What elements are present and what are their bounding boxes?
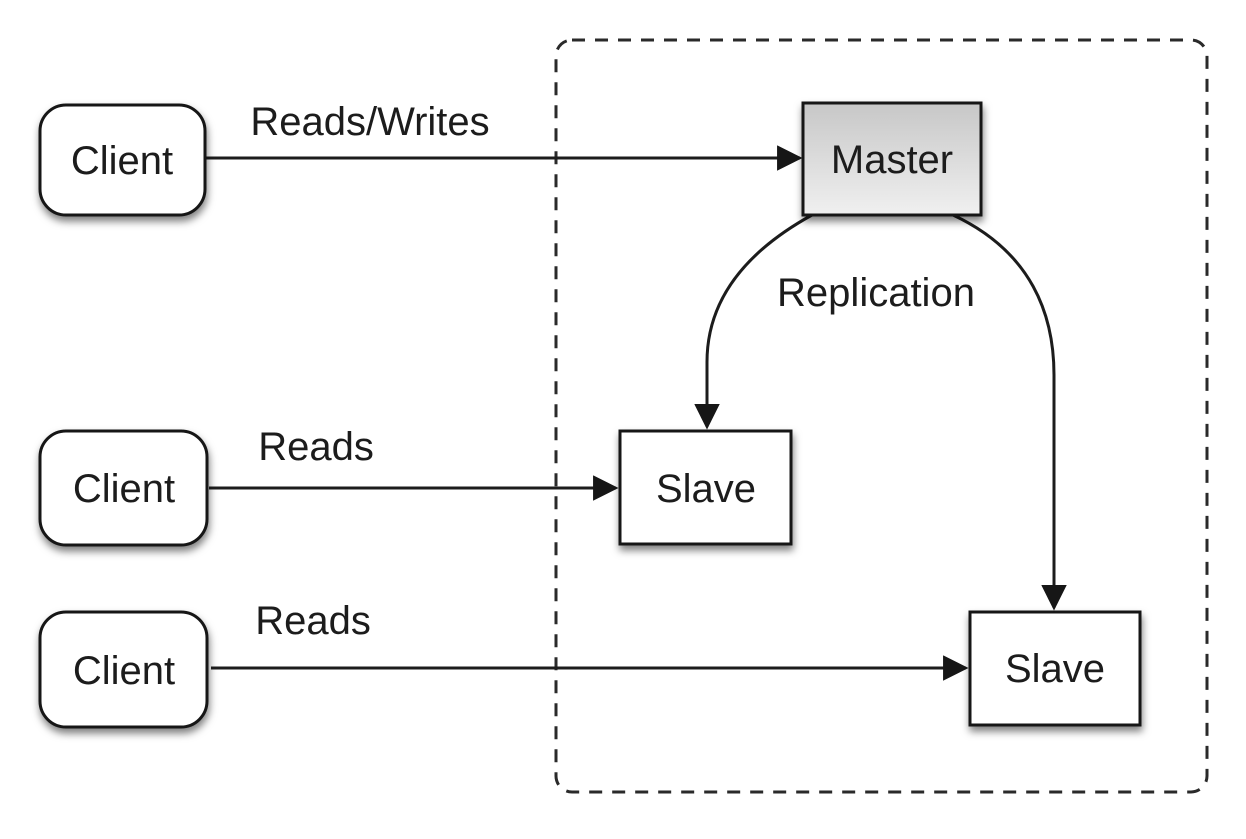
node-master-label: Master xyxy=(831,138,953,182)
edge-replication-label: Replication xyxy=(777,271,975,315)
node-client-2-label: Client xyxy=(73,467,175,511)
node-slave-1-label: Slave xyxy=(656,467,756,511)
node-slave-2-label: Slave xyxy=(1005,647,1105,691)
node-client-3 xyxy=(38,610,209,729)
nodes xyxy=(38,101,1142,729)
edge-reads-bottom-label: Reads xyxy=(255,599,371,643)
edge-reads-top-label: Reads xyxy=(258,425,374,469)
edges xyxy=(206,145,1067,681)
node-slave-2 xyxy=(968,610,1142,727)
node-slave-1 xyxy=(618,429,793,546)
edge-reads-writes-label: Reads/Writes xyxy=(250,100,489,144)
edge-replication-right-arrow xyxy=(952,213,1067,611)
node-master xyxy=(801,101,983,217)
node-client-1 xyxy=(38,103,207,217)
node-labels: Client Client Client Master Slave Slave xyxy=(71,138,1105,693)
node-client-3-label: Client xyxy=(73,649,175,693)
edge-labels: Reads/Writes Reads Reads Replication xyxy=(250,100,975,643)
node-client-1-label: Client xyxy=(71,139,173,183)
node-client-2 xyxy=(38,429,209,547)
edge-replication-left-arrow xyxy=(694,213,813,430)
replication-cluster-boundary xyxy=(554,38,1209,794)
